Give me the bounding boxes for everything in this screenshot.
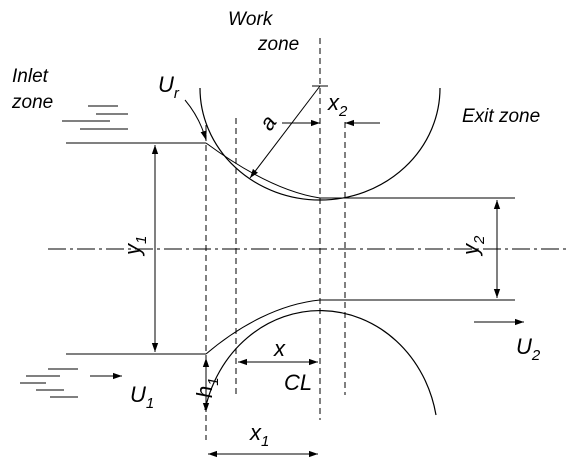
h1-label: h1	[192, 377, 222, 398]
strip-lower-deformation-curve	[205, 299, 321, 355]
u2-label: U2	[516, 334, 541, 364]
x1-label: x1	[249, 420, 269, 450]
strip-upper-deformation-curve	[205, 142, 321, 199]
u1-label: U1	[130, 382, 154, 412]
ur-label: Ur	[158, 72, 180, 102]
inlet-zone-label-line1: Inlet	[12, 66, 49, 87]
y1-label: y1	[120, 236, 150, 257]
x2-label: x2	[327, 90, 348, 120]
inlet-zone-label-line2: zone	[11, 92, 53, 113]
ur-velocity-arrow	[184, 99, 207, 141]
exit-zone-label: Exit zone	[462, 106, 540, 127]
a-label: a	[254, 110, 282, 134]
lower-inlet-liquid-lines	[20, 368, 78, 398]
y2-label: y2	[458, 235, 488, 257]
x-label: x	[273, 336, 286, 361]
lower-roll-arc	[204, 310, 437, 416]
upper-inlet-liquid-lines	[62, 105, 128, 130]
cl-label: CL	[284, 370, 312, 395]
upper-roll-arc	[199, 87, 441, 201]
radius-a-arrow	[249, 85, 321, 179]
work-zone-label-line2: zone	[257, 34, 299, 55]
work-zone-label-line1: Work	[228, 9, 274, 30]
